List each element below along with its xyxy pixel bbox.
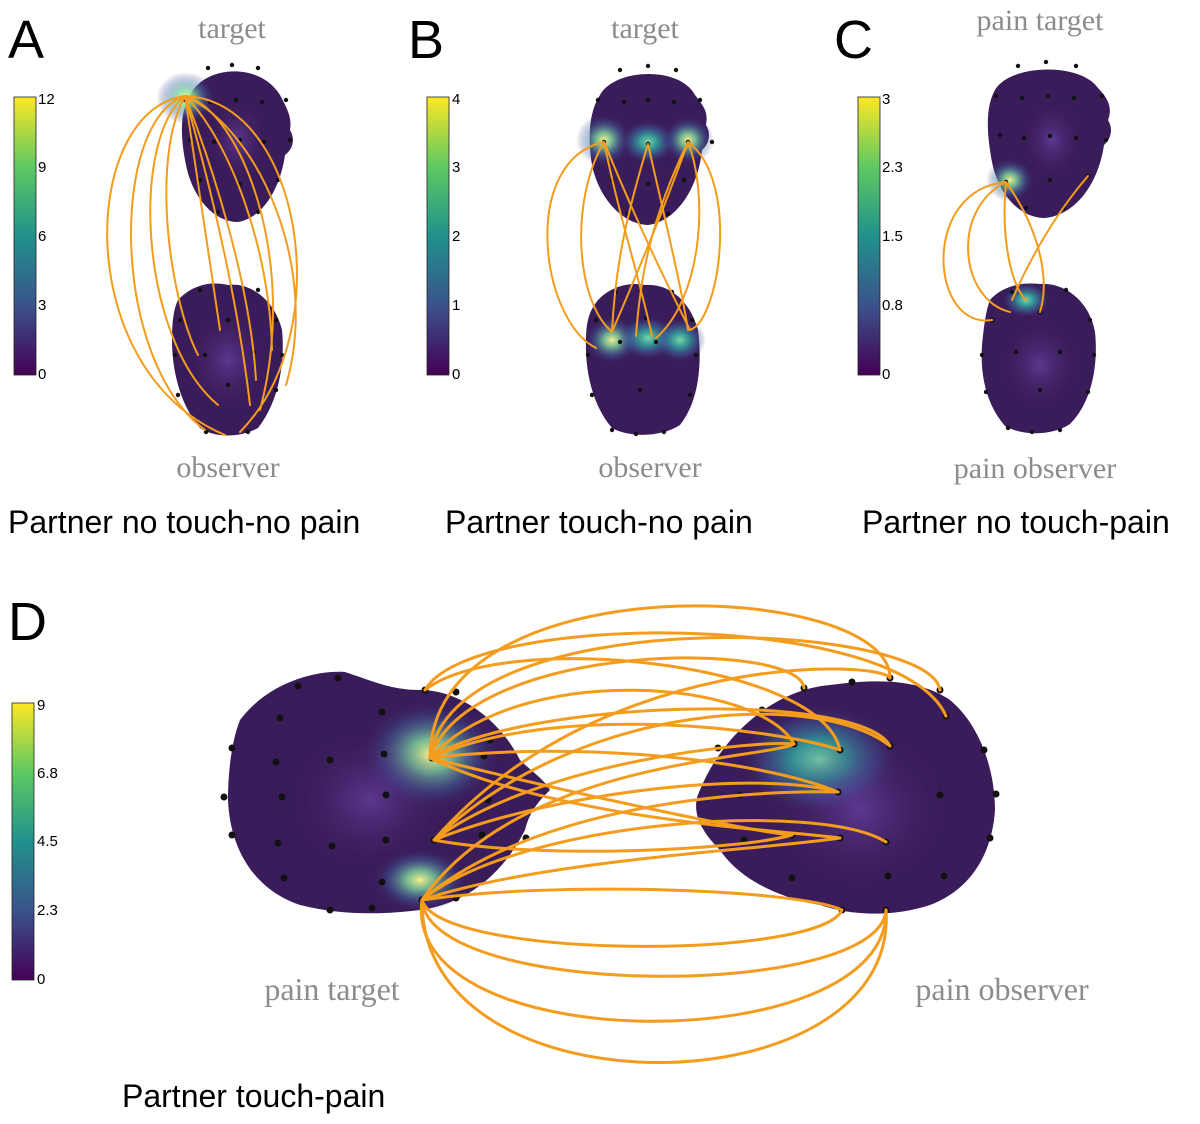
colorbar-b-scale <box>427 97 449 375</box>
electrodes-b <box>585 63 715 437</box>
panel-d: D pain target pain observer Partner touc… <box>8 592 1089 1114</box>
colorbar-a-tick-0: 12 <box>38 91 55 108</box>
colorbar-a-tick-1: 9 <box>38 159 46 176</box>
colorbar-c-scale <box>858 97 880 375</box>
panel-letter-b: B <box>408 10 444 70</box>
head-observer-c <box>981 282 1096 434</box>
panel-a: A target observer Partner no touch-no pa… <box>8 10 360 540</box>
label-target-c: pain target <box>977 4 1105 37</box>
panel-letter-c: C <box>834 10 873 70</box>
colorbar-d-tick-0: 9 <box>37 697 45 714</box>
colorbar-a-tick-3: 3 <box>38 297 46 314</box>
colorbar-b: 4 3 2 1 0 <box>426 91 460 383</box>
caption-b: Partner touch-no pain <box>445 504 753 540</box>
label-pain-observer-d: pain observer <box>915 971 1089 1007</box>
head-target-b <box>576 73 714 225</box>
colorbar-c: 3 2.3 1.5 0.8 0 <box>857 91 903 383</box>
colorbar-c-tick-3: 0.8 <box>882 297 903 314</box>
colorbar-b-tick-2: 2 <box>452 228 460 245</box>
links-b <box>546 141 722 349</box>
colorbar-d-scale <box>12 703 34 980</box>
label-target-a: target <box>198 12 266 45</box>
colorbar-c-tick-2: 1.5 <box>882 228 903 245</box>
links-a <box>106 95 298 436</box>
colorbar-a-tick-4: 0 <box>38 366 46 383</box>
colorbar-c-tick-4: 0 <box>882 366 890 383</box>
caption-d: Partner touch-pain <box>122 1078 385 1114</box>
colorbar-b-tick-4: 0 <box>452 366 460 383</box>
colorbar-d-tick-3: 2.3 <box>37 902 58 919</box>
colorbar-d-tick-2: 4.5 <box>37 833 58 850</box>
head-target-c <box>986 69 1111 218</box>
colorbar-d-tick-4: 0 <box>37 971 45 988</box>
head-observer-a <box>172 283 283 436</box>
panel-letter-a: A <box>8 10 44 70</box>
colorbar-a-tick-2: 6 <box>38 228 46 245</box>
label-pain-target-d: pain target <box>264 971 399 1007</box>
colorbar-c-tick-1: 2.3 <box>882 159 903 176</box>
links-d <box>420 604 948 1064</box>
colorbar-d: 9 6.8 4.5 2.3 0 <box>11 697 58 988</box>
links-c <box>942 175 1089 322</box>
colorbar-a-scale <box>14 97 36 375</box>
label-observer-c: pain observer <box>954 452 1116 485</box>
label-observer-b: observer <box>598 451 701 484</box>
caption-c: Partner no touch-pain <box>862 504 1170 540</box>
colorbar-b-tick-1: 3 <box>452 159 460 176</box>
colorbar-d-tick-1: 6.8 <box>37 765 58 782</box>
colorbar-b-tick-0: 4 <box>452 91 460 108</box>
colorbar-c-tick-0: 3 <box>882 91 890 108</box>
panel-letter-d: D <box>8 592 47 652</box>
colorbar-b-tick-3: 1 <box>452 297 460 314</box>
head-pain-target-d <box>228 671 550 914</box>
label-target-b: target <box>611 12 679 45</box>
panel-b: B target observer Partner touch-no pain … <box>408 10 753 540</box>
colorbar-a: 12 9 6 3 0 <box>13 91 55 383</box>
caption-a: Partner no touch-no pain <box>8 504 360 540</box>
head-pain-observer-d <box>696 681 995 914</box>
panel-c: C pain target pain observer Partner no t… <box>834 4 1170 540</box>
label-observer-a: observer <box>176 451 279 484</box>
